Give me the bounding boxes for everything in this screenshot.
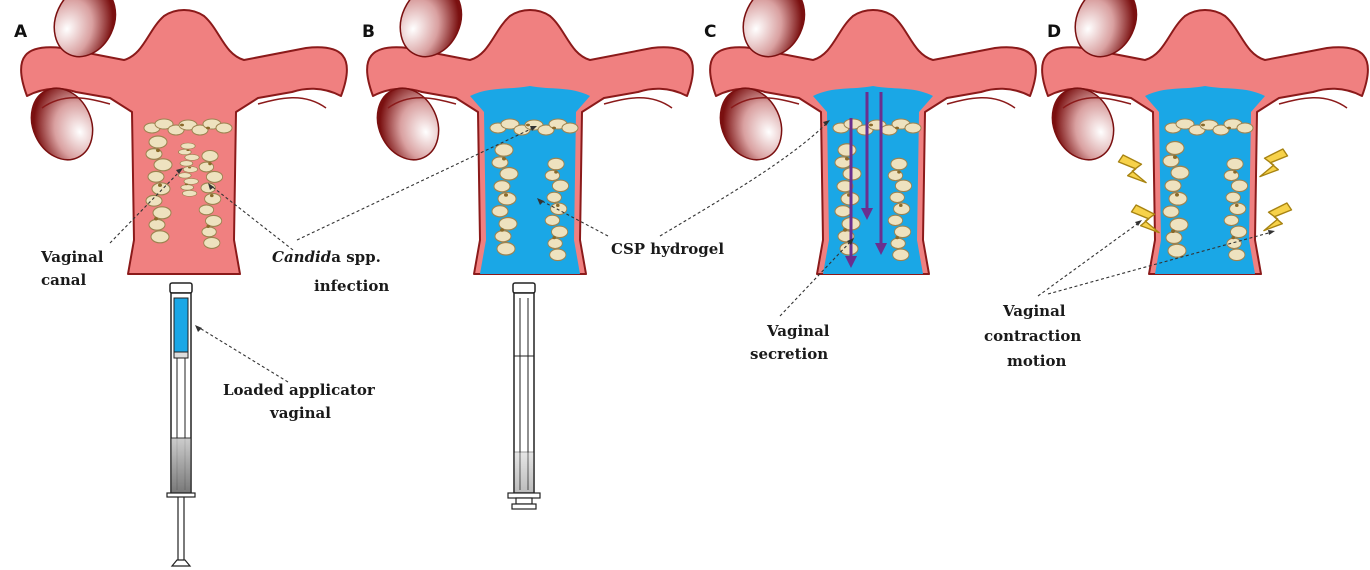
- lightning-icon: [1260, 149, 1288, 177]
- panel-label-a: A: [14, 22, 28, 42]
- label-csp-hydrogel: CSP hydrogel: [611, 240, 724, 258]
- hydrogel-layer: [470, 86, 590, 274]
- hydrogel-fill: [174, 298, 188, 352]
- label-contraction-3: motion: [1007, 352, 1067, 370]
- panel-label-d: D: [1047, 22, 1061, 42]
- loaded-applicator: [167, 283, 195, 566]
- label-vaginal-canal-2: canal: [41, 271, 86, 289]
- empty-applicator: [508, 283, 540, 509]
- panel-label-c: C: [704, 22, 716, 42]
- label-contraction-1: Vaginal: [1002, 302, 1066, 320]
- panel-label-b: B: [362, 22, 375, 42]
- uterus: [1041, 0, 1368, 274]
- panel-c: [709, 0, 1036, 274]
- lightning-icon: [1264, 203, 1292, 231]
- hydrogel-layer: [813, 86, 933, 274]
- uterus: [709, 0, 1036, 274]
- label-applicator-1: Loaded applicator: [223, 381, 376, 399]
- label-secretion-1: Vaginal: [766, 322, 830, 340]
- uterus: [366, 0, 693, 274]
- hydrogel-layer: [1145, 86, 1265, 274]
- uterus: [20, 0, 347, 274]
- label-candida: Candida spp.: [272, 248, 381, 266]
- label-contraction-2: contraction: [984, 327, 1081, 345]
- panel-d: [1041, 0, 1368, 274]
- lightning-icon: [1119, 155, 1147, 183]
- label-secretion-2: secretion: [750, 345, 828, 363]
- label-infection: infection: [314, 277, 389, 295]
- label-vaginal-canal-1: Vaginal: [40, 248, 104, 266]
- label-applicator-2: vaginal: [269, 404, 331, 422]
